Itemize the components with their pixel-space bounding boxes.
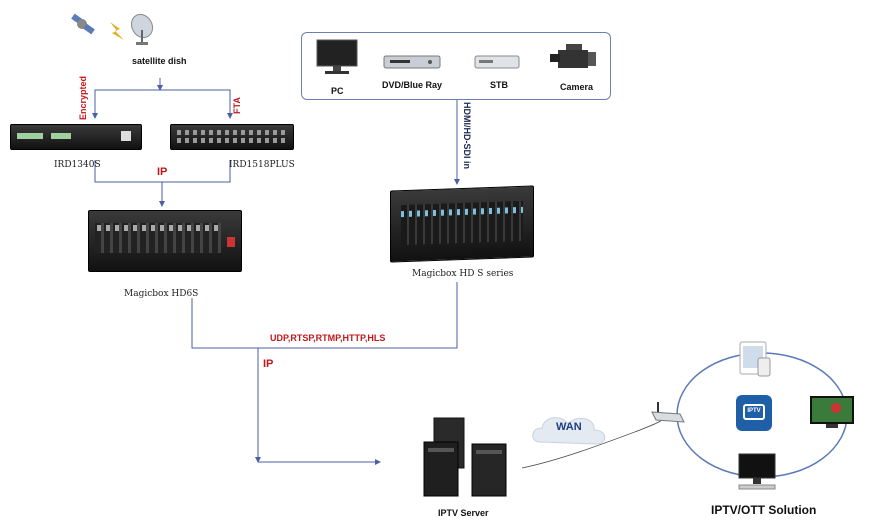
- magicbox-hd6s-label: Magicbox HD6S: [124, 289, 199, 299]
- wan-cloud-icon: [530, 410, 610, 452]
- protocols-label: UDP,RTSP,RTMP,HTTP,HLS: [270, 333, 386, 343]
- desktop-monitor-icon: [735, 452, 779, 492]
- fta-label: FTA: [232, 97, 242, 114]
- magicbox-hds-label: Magicbox HD S series: [412, 269, 514, 279]
- ird1340s-label: IRD1340S: [54, 160, 101, 170]
- magicbox-hd6s-device: [88, 210, 242, 272]
- ird1518plus-device: [170, 124, 294, 150]
- source-label-camera: Camera: [560, 82, 594, 92]
- ird1518plus-label: IRD1518PLUS: [229, 160, 295, 170]
- tablet-phone-icon: [738, 340, 772, 378]
- router-icon: [650, 400, 686, 426]
- source-label-pc: PC: [331, 86, 344, 96]
- satellite-dish-label: satellite dish: [132, 56, 187, 66]
- set-top-box-icon: [473, 52, 521, 72]
- encrypted-label: Encrypted: [78, 75, 88, 120]
- iptv-server-label: IPTV Server: [438, 508, 489, 518]
- satellite-icon: [71, 13, 95, 35]
- monitor-icon: [313, 38, 361, 78]
- magicbox-hds-device: [390, 185, 534, 263]
- encoder-bus-line: [191, 282, 458, 349]
- hdmi-in-label: HDMI/HD-SDI in: [462, 102, 472, 169]
- ip-lower-label: IP: [263, 358, 274, 370]
- source-label-dvd: DVD/Blue Ray: [382, 80, 443, 90]
- ird1340s-device: [10, 124, 142, 150]
- signal-bolt-icon: [110, 22, 124, 40]
- iptv-app-badge: IPTV: [747, 408, 761, 414]
- solution-title: IPTV/OTT Solution: [711, 503, 817, 517]
- video-camera-icon: [548, 40, 600, 76]
- satellite-dish-icon: [130, 13, 154, 45]
- ip-upper-label: IP: [157, 166, 168, 178]
- wan-label: WAN: [556, 421, 582, 433]
- iptv-app-icon: IPTV: [736, 395, 772, 431]
- television-icon: [808, 394, 856, 430]
- dvd-player-icon: [382, 50, 442, 72]
- satellite-split-line: [94, 89, 231, 118]
- satellite-group: [68, 8, 158, 48]
- source-label-stb: STB: [490, 80, 508, 90]
- iptv-server-icon: [420, 414, 516, 498]
